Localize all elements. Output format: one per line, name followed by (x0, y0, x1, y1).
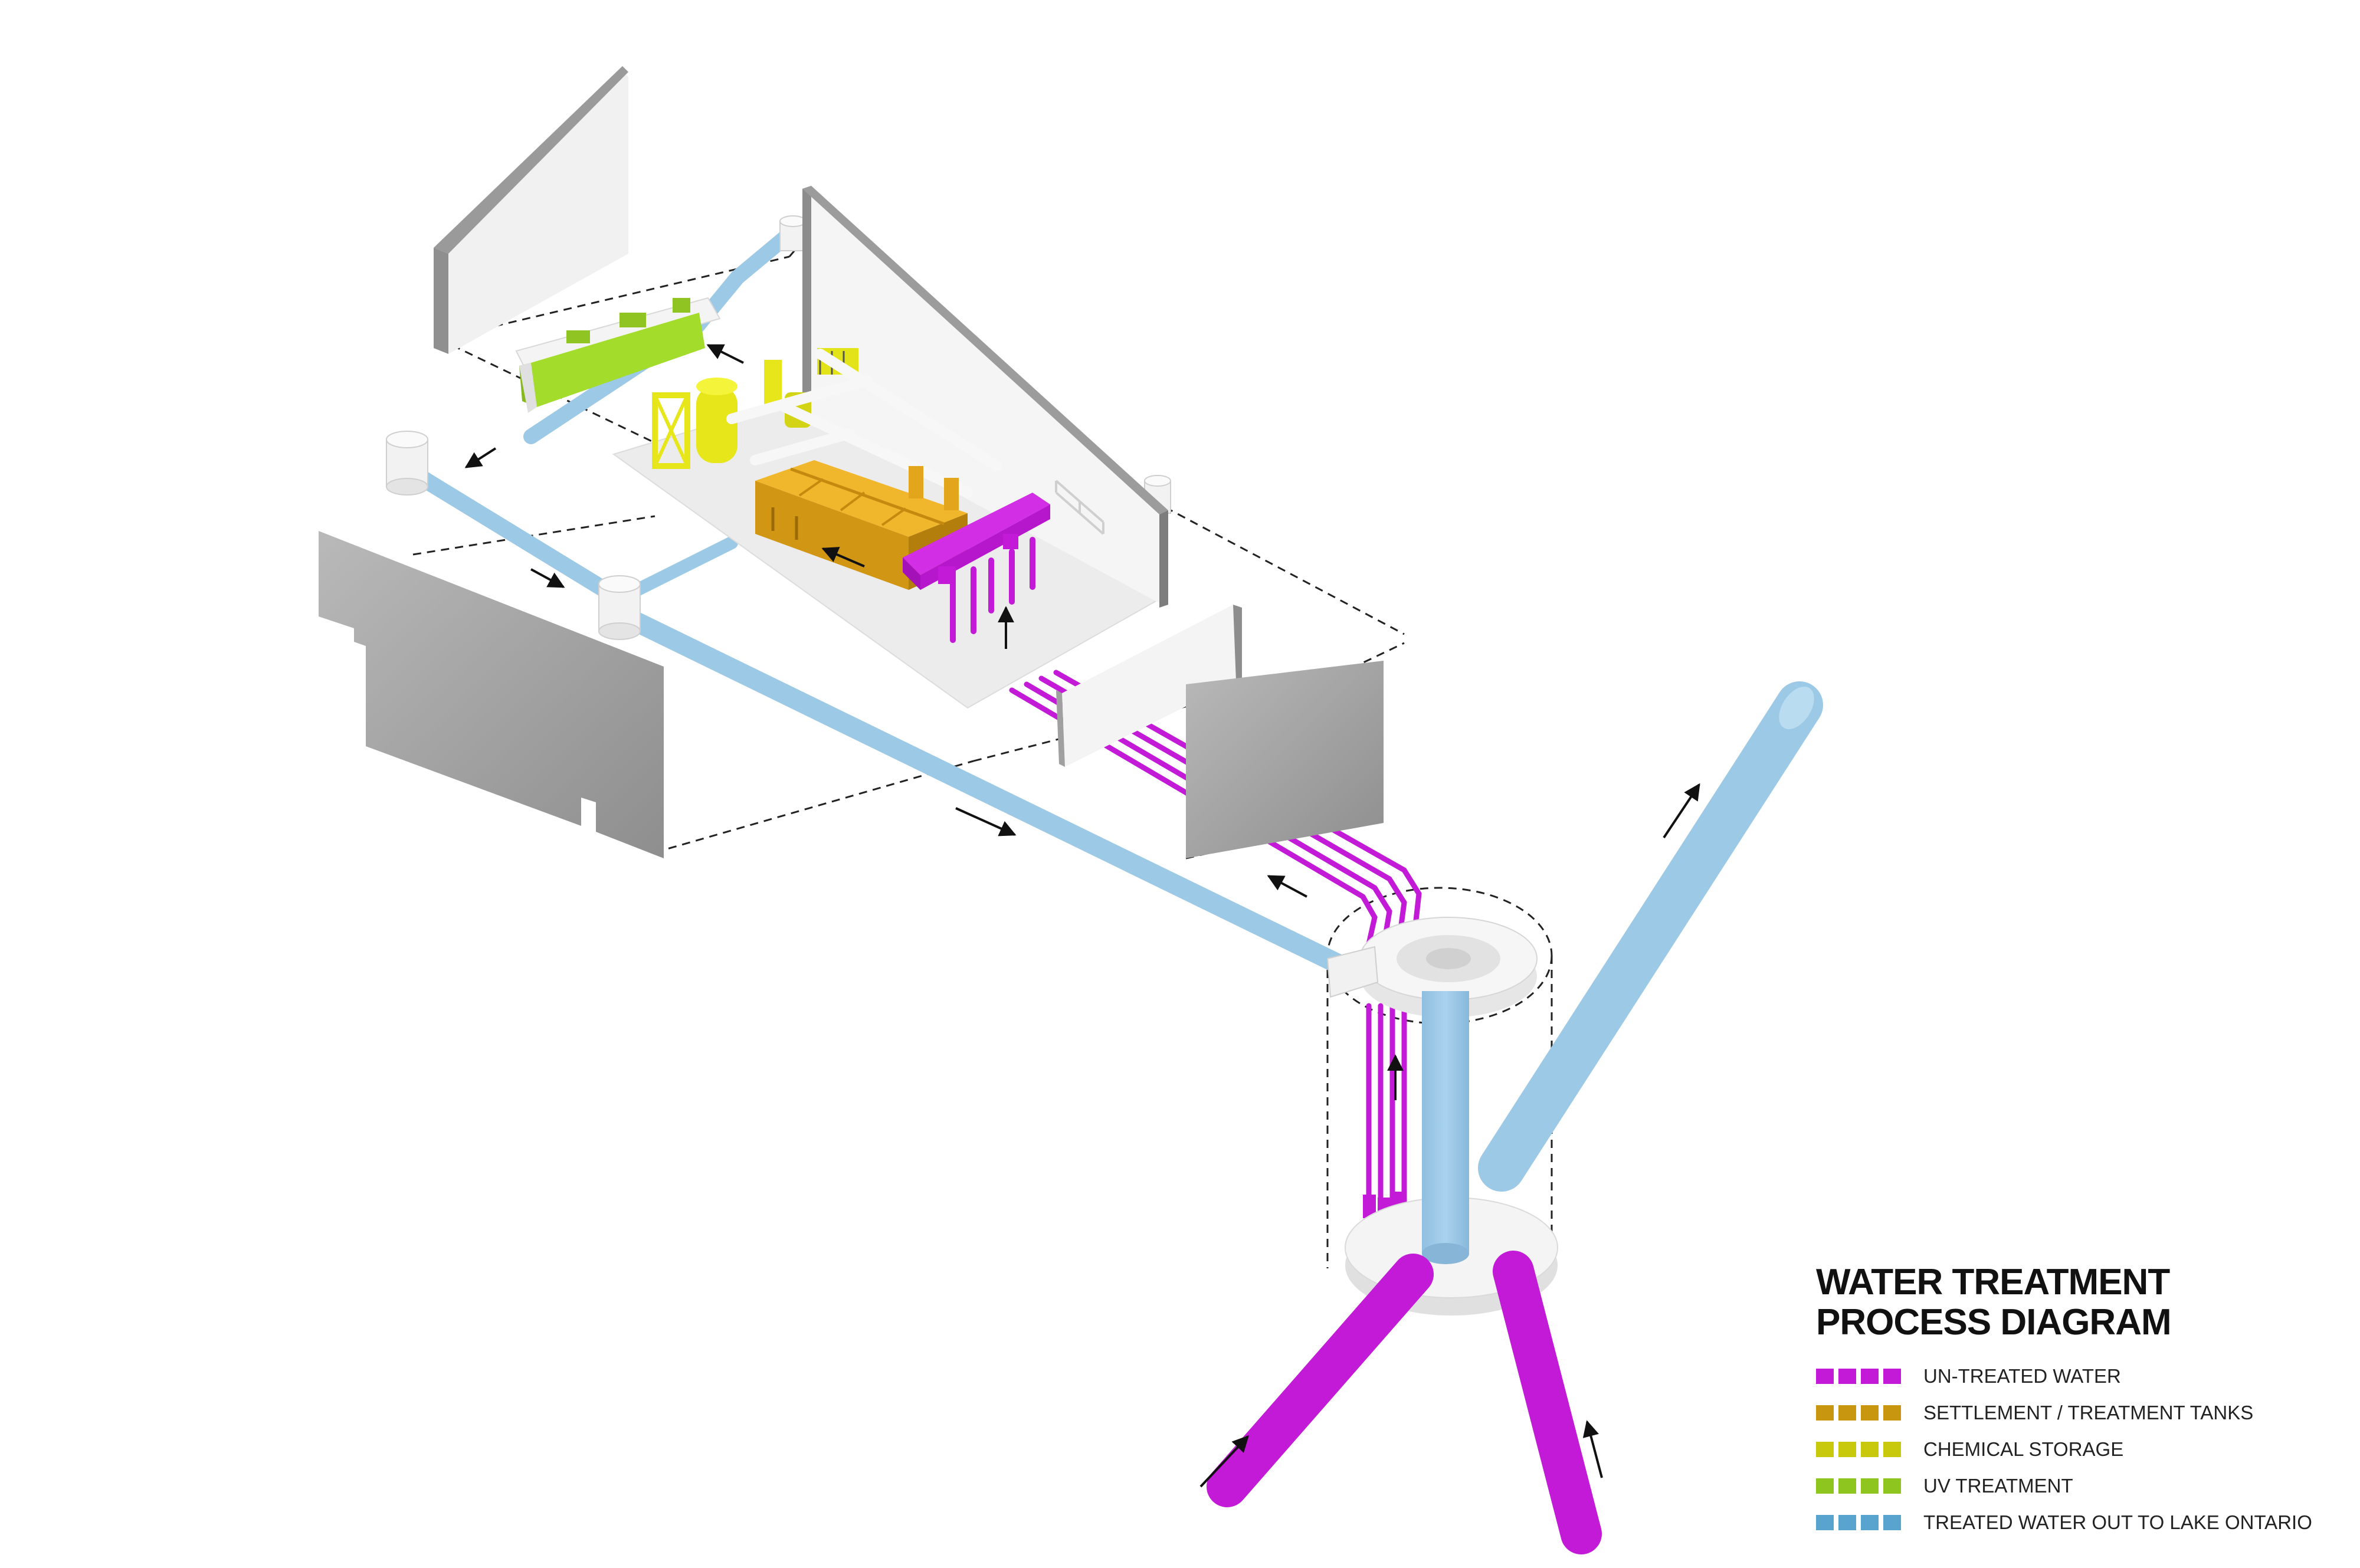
front-wall-short (1062, 605, 1236, 767)
back-wall-left-edge (434, 248, 448, 354)
flow-arrow (1582, 1420, 1603, 1478)
treated-water-pipes (399, 225, 1349, 975)
main-angled-wall (802, 186, 1162, 605)
junction-node (386, 431, 428, 496)
legend-label: TREATED WATER OUT TO LAKE ONTARIO (1923, 1511, 2312, 1533)
legend-swatch (1816, 1369, 1905, 1384)
flow-arrow (706, 344, 744, 364)
legend-label: UV TREATMENT (1923, 1475, 2073, 1497)
legend-list: UN-TREATED WATER SETTLEMENT / TREATMENT T… (1816, 1358, 2347, 1541)
legend: WATER TREATMENT PROCESS DIAGRAM UN-TREAT… (1816, 1262, 2347, 1541)
flow-arrows (464, 344, 1700, 1488)
legend-item: SETTLEMENT / TREATMENT TANKS (1816, 1395, 2347, 1431)
legend-label: SETTLEMENT / TREATMENT TANKS (1923, 1402, 2254, 1423)
stair-railing (1055, 480, 1104, 535)
junction-node (598, 575, 641, 640)
legend-item: UV TREATMENT (1816, 1468, 2347, 1504)
legend-swatch (1816, 1478, 1905, 1494)
diagram-title: WATER TREATMENT PROCESS DIAGRAM (1816, 1262, 2347, 1343)
pipe-rack (726, 349, 1002, 498)
intake-cap (1359, 917, 1538, 1018)
concrete-wall-left (319, 531, 664, 858)
title-line-1: WATER TREATMENT (1816, 1262, 2170, 1303)
front-wall-short-edge (1233, 605, 1242, 684)
flow-arrow (1267, 875, 1307, 898)
flow-arrow (1199, 1435, 1249, 1488)
flow-arrow (1663, 783, 1700, 839)
back-wall-left-top (434, 66, 628, 254)
legend-label: CHEMICAL STORAGE (1923, 1438, 2124, 1460)
main-angled-wall-side (1159, 510, 1168, 608)
pipe-connection-block (1326, 946, 1379, 998)
junction-node (779, 215, 807, 251)
intake-pipes (1207, 1251, 1602, 1554)
front-wall-short-edge (1056, 690, 1065, 767)
main-angled-wall-edge (802, 186, 811, 413)
legend-swatch (1816, 1515, 1905, 1530)
legend-swatch (1816, 1405, 1905, 1421)
legend-item: CHEMICAL STORAGE (1816, 1431, 2347, 1468)
flow-arrow (464, 447, 497, 468)
flow-arrow (955, 807, 1017, 837)
intake-shaft-front (1422, 991, 1469, 1264)
flow-arrow (530, 568, 565, 588)
legend-item: TREATED WATER OUT TO LAKE ONTARIO (1816, 1504, 2347, 1541)
flow-arrow (821, 547, 865, 568)
untreated-manifold (903, 493, 1050, 643)
legend-swatch (1816, 1442, 1905, 1457)
legend-label: UN-TREATED WATER (1923, 1365, 2121, 1387)
legend-item: UN-TREATED WATER (1816, 1358, 2347, 1395)
title-line-2: PROCESS DIAGRAM (1816, 1302, 2172, 1343)
back-wall-left (434, 71, 628, 354)
pipe-junctions (386, 215, 1171, 640)
main-angled-wall-edge (802, 186, 1168, 514)
outfall-pipe (1478, 681, 1823, 1192)
concrete-wall-right (1186, 661, 1384, 858)
uv-treatment-unit (515, 297, 721, 413)
